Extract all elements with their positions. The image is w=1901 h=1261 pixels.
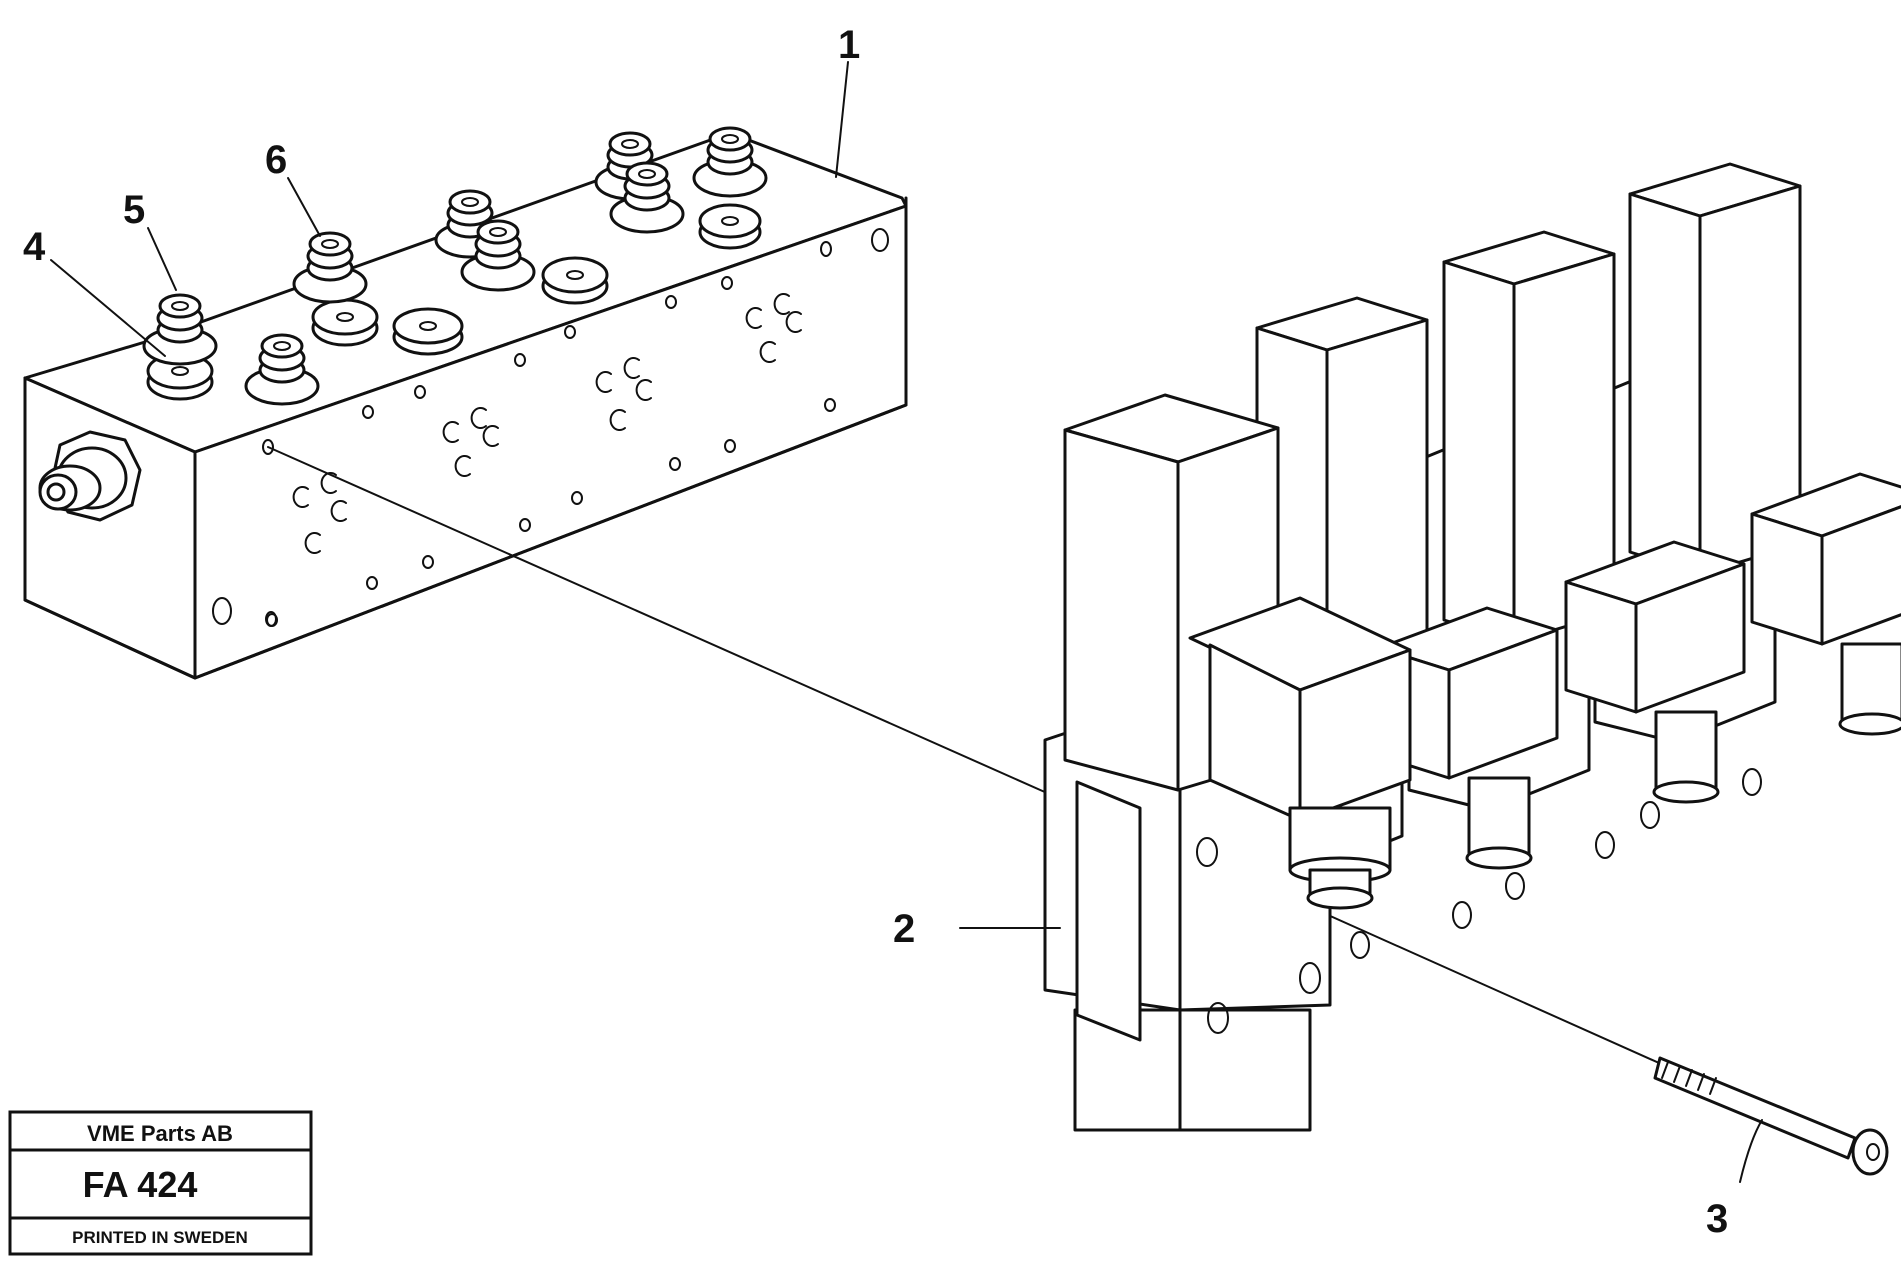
solenoid-valve-1 — [1043, 393, 1762, 1132]
manifold-holes — [212, 228, 889, 627]
nipple-fitting — [692, 126, 768, 198]
title-block-figure-code: FA 424 — [83, 1164, 198, 1205]
plug — [392, 307, 464, 356]
title-block-printed-note: PRINTED IN SWEDEN — [72, 1228, 248, 1247]
nipple-fitting — [142, 293, 218, 366]
leader-lines — [50, 61, 1763, 1183]
manifold-block — [23, 126, 908, 680]
callout-5: 5 — [123, 188, 145, 232]
title-block-company: VME Parts AB — [87, 1121, 233, 1146]
plug — [698, 203, 762, 250]
plug — [541, 256, 609, 305]
title-block: VME Parts AB FA 424 PRINTED IN SWEDEN — [8, 1110, 313, 1256]
callout-2: 2 — [893, 907, 915, 951]
nipple-fitting — [609, 161, 685, 234]
valve-port-groups — [292, 293, 802, 554]
solenoid-valve-stack — [1043, 162, 1901, 1132]
callout-3: 3 — [1706, 1197, 1728, 1241]
plug — [311, 298, 379, 347]
top-fittings — [142, 126, 768, 406]
nipple-fitting — [460, 219, 536, 292]
end-port-fitting — [38, 430, 142, 522]
nipple-fitting — [292, 231, 368, 304]
callout-numbers: 1 2 3 4 5 6 — [23, 23, 1728, 1241]
callout-4: 4 — [23, 225, 46, 269]
callout-6: 6 — [265, 138, 287, 182]
callout-1: 1 — [838, 23, 860, 67]
mounting-bolt — [1653, 1056, 1889, 1176]
nipple-fitting — [244, 333, 320, 406]
